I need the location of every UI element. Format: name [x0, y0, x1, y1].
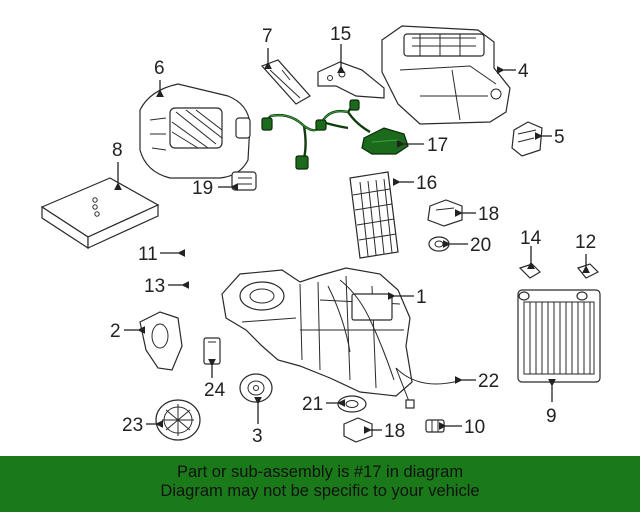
part-blower-wheel — [239, 373, 273, 403]
callout-22: 22 — [478, 371, 499, 392]
callout-11: 11 — [138, 244, 158, 265]
callout-16: 16 — [416, 173, 437, 194]
callout-2: 2 — [110, 321, 121, 342]
part-air-intake-housing — [139, 83, 251, 179]
part-actuator — [511, 121, 543, 157]
callout-8: 8 — [112, 140, 123, 161]
callout-9: 9 — [546, 406, 557, 427]
callout-15: 15 — [330, 24, 351, 45]
part-17-wiring-harness — [261, 99, 409, 170]
part-blower-motor — [155, 399, 201, 441]
callout-19: 19 — [192, 178, 213, 199]
callout-3: 3 — [252, 426, 263, 447]
callout-12: 12 — [575, 232, 596, 253]
part-mount-bracket — [317, 61, 385, 99]
part-main-housing — [221, 267, 413, 397]
callout-18-lower: 18 — [384, 421, 405, 442]
callout-labels: 1 2 3 4 5 6 7 8 9 10 11 12 13 14 15 16 1… — [110, 24, 596, 447]
callout-4: 4 — [518, 61, 529, 82]
part-hose-upper — [177, 197, 351, 254]
leader-lines — [114, 44, 590, 434]
part-side-bracket — [139, 311, 183, 371]
banner-line-part-info: Part or sub-assembly is #17 in diagram — [176, 463, 464, 481]
banner-line-disclaimer: Diagram may not be specific to your vehi… — [160, 482, 480, 500]
part-clip — [203, 337, 221, 365]
part-sensor-upper — [427, 199, 463, 227]
part-bracket — [260, 59, 311, 105]
callout-23: 23 — [122, 415, 143, 436]
part-lead-wire — [395, 367, 463, 409]
callout-18-upper: 18 — [478, 204, 499, 225]
callout-20: 20 — [470, 235, 491, 256]
part-heater-grid — [349, 171, 399, 259]
callout-1: 1 — [416, 287, 427, 308]
callout-21: 21 — [302, 394, 323, 415]
callout-17: 17 — [427, 135, 448, 156]
part-grommet — [428, 236, 450, 252]
part-clip-12 — [576, 263, 600, 279]
part-hose-lower — [181, 240, 303, 285]
callout-14: 14 — [520, 228, 542, 249]
callout-24: 24 — [204, 380, 226, 401]
part-upper-case — [381, 25, 511, 125]
part-valve — [425, 419, 445, 433]
callout-7: 7 — [262, 26, 273, 47]
callout-10: 10 — [464, 417, 485, 438]
info-banner: Part or sub-assembly is #17 in diagram D… — [0, 456, 640, 512]
callout-6: 6 — [154, 58, 165, 79]
callout-13: 13 — [144, 276, 165, 297]
callout-5: 5 — [554, 127, 565, 148]
part-heater-core — [517, 289, 601, 383]
part-ring-seal — [337, 395, 367, 413]
parts-diagram: 1 2 3 4 5 6 7 8 9 10 11 12 13 14 15 16 1… — [40, 24, 601, 447]
part-module-small — [231, 171, 257, 191]
part-clip-14 — [518, 263, 541, 279]
part-sensor-lower — [343, 417, 373, 443]
part-cabin-filter — [40, 177, 160, 250]
